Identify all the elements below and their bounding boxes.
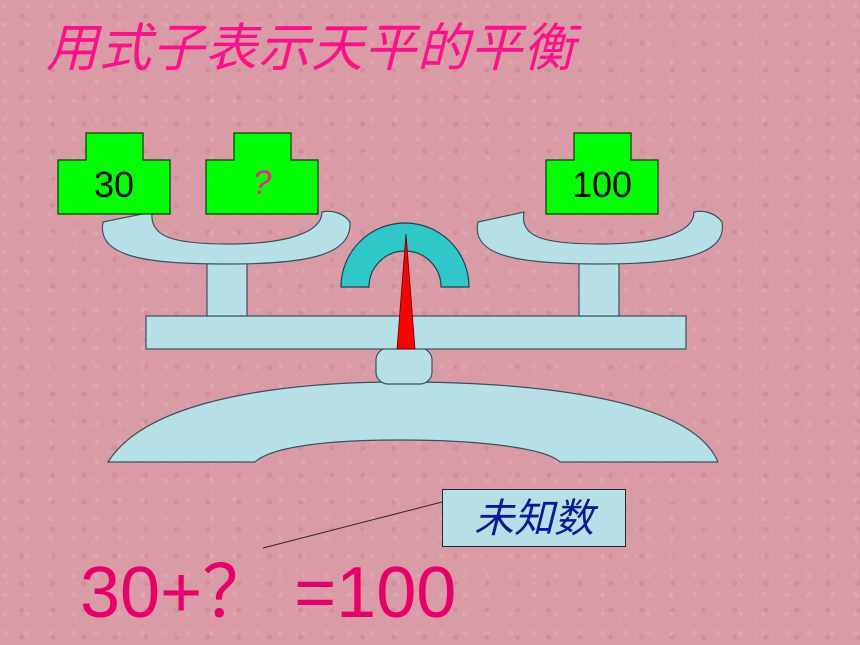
- weight-block-100: [545, 132, 659, 215]
- weight-block-unknown: [205, 132, 319, 215]
- unknown-callout-box: 未知数: [442, 489, 626, 547]
- weight-label-100: 100: [571, 164, 633, 205]
- left-pan: [101, 210, 351, 265]
- weight-block-30: [57, 132, 171, 215]
- slide-title: 用式子表示天平的平衡: [46, 19, 577, 79]
- scale-base: [106, 381, 719, 463]
- weight-label-30: 30: [93, 164, 135, 205]
- scale-beam: [145, 315, 687, 350]
- right-pan: [476, 210, 723, 265]
- balance-equation: 30+？ =100: [80, 553, 457, 633]
- weight-label-unknown: ?: [252, 164, 272, 202]
- right-pan-support: [578, 257, 620, 317]
- scale-pointer: [396, 233, 416, 350]
- scale-dial: [340, 222, 470, 288]
- scale-center-post: [375, 347, 433, 385]
- callout-line: [262, 501, 443, 549]
- left-pan-support: [206, 257, 248, 317]
